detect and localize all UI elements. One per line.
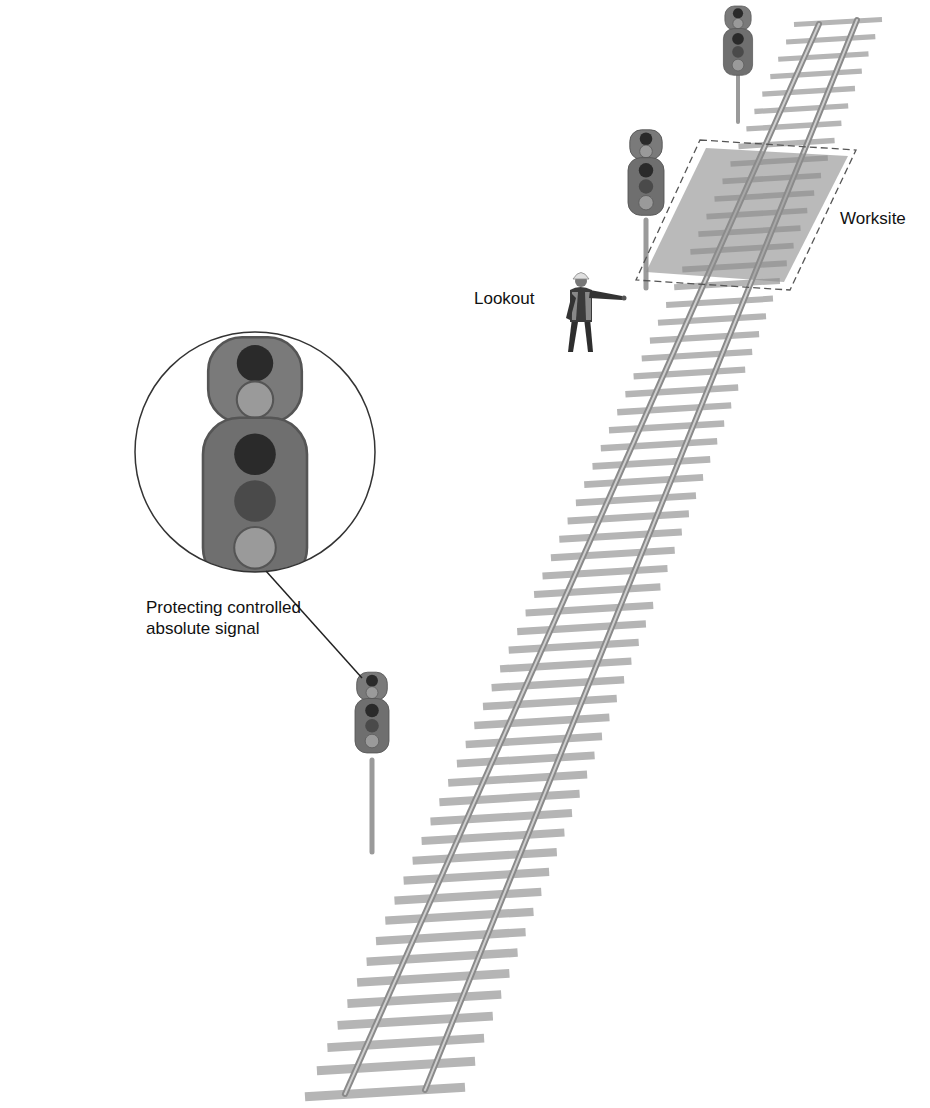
sleeper (305, 1087, 465, 1097)
sleeper (770, 71, 862, 77)
sleeper (385, 912, 533, 921)
sleeper (517, 624, 646, 632)
lookout-label: Lookout (474, 288, 535, 309)
sleeper (466, 736, 602, 744)
sleeper (422, 833, 565, 842)
sleeper (357, 973, 509, 982)
sleeper (376, 932, 526, 941)
sleeper (338, 1016, 493, 1025)
sleeper (609, 423, 724, 430)
sleeper (576, 496, 696, 503)
worksite-outline (632, 136, 860, 294)
sleeper (509, 642, 639, 650)
sleeper (395, 892, 542, 901)
sleeper (500, 661, 631, 669)
sleeper (642, 352, 753, 359)
sleeper (739, 141, 835, 147)
sleeper (650, 334, 759, 341)
sleeper (534, 587, 660, 595)
sleeper (543, 569, 668, 577)
sleeper (474, 717, 609, 725)
sleeper (367, 953, 518, 962)
protecting-signal (355, 672, 389, 852)
far-signal (723, 6, 752, 122)
sleeper (492, 680, 624, 688)
sleeper (413, 852, 557, 861)
sleeper (483, 699, 617, 707)
worksite-label: Worksite (840, 208, 906, 229)
sleeper (327, 1038, 484, 1047)
sleeper (617, 405, 731, 412)
sleeper (568, 514, 689, 521)
rails (345, 20, 857, 1094)
sleeper (526, 605, 654, 613)
sleeper (448, 775, 587, 783)
sleeper (317, 1061, 475, 1071)
sleeper (404, 872, 549, 881)
sleeper (439, 794, 579, 803)
sleeper (666, 299, 773, 305)
sleeper (625, 388, 738, 395)
sleeper (347, 995, 501, 1004)
sleeper (593, 459, 711, 466)
sleeper (431, 813, 573, 822)
sleeper (658, 316, 766, 323)
sleeper (786, 37, 875, 42)
sleeper (457, 755, 595, 763)
sleeper (559, 532, 682, 539)
sleeper (778, 54, 868, 59)
sleeper (754, 106, 848, 112)
sleeper (584, 477, 703, 484)
magnified-signal (135, 332, 375, 678)
lookout-figure (566, 273, 627, 353)
sleeper (601, 441, 717, 448)
sleeper (746, 123, 841, 129)
signal-callout: Protecting controlled absolute signal (146, 597, 336, 640)
sleeper (794, 19, 882, 24)
worksite-area: Worksite (632, 136, 860, 294)
sleeper (551, 550, 675, 558)
sleeper (634, 370, 746, 377)
sleeper (762, 89, 855, 95)
sleepers (305, 19, 882, 1096)
